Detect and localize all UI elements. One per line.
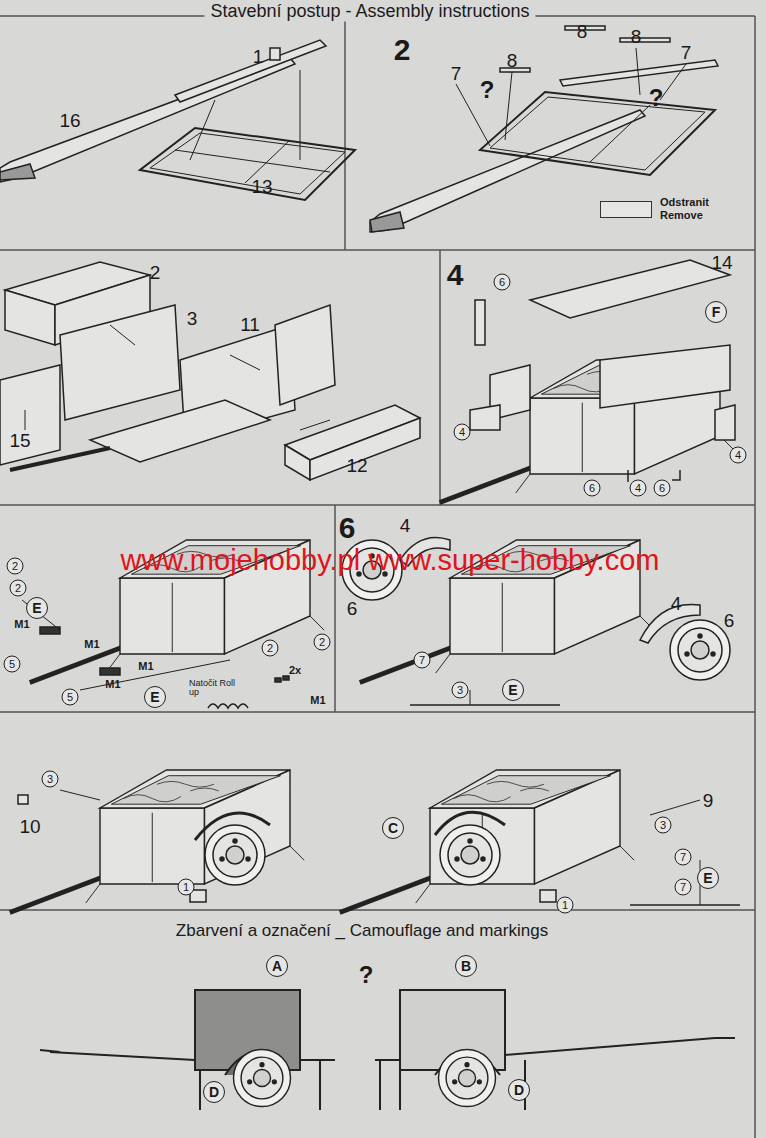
part-number: 1 (253, 47, 264, 66)
part-number: 15 (9, 431, 30, 450)
circled-number: 4 (454, 424, 471, 441)
marker-letter: E (144, 686, 166, 708)
part-number: 4 (400, 516, 411, 535)
part-code: M1 (14, 619, 29, 630)
legend-swatch (600, 201, 652, 218)
circled-number: 6 (494, 274, 511, 291)
circled-number: 3 (42, 771, 59, 788)
step-number: 6 (339, 513, 356, 543)
marker-letter: F (705, 301, 727, 323)
legend: Odstranit Remove (600, 196, 712, 222)
part-number: 10 (19, 817, 40, 836)
legend-text: Odstranit Remove (660, 196, 712, 222)
circled-number: 7 (414, 652, 431, 669)
note: Natočit Roll up (189, 679, 235, 698)
section-heading: Zbarvení a označení _ Camouflage and mar… (172, 922, 552, 939)
question-mark: ? (649, 86, 664, 110)
part-code: 2x (289, 665, 301, 676)
part-number: 11 (240, 315, 260, 334)
part-number: 14 (711, 253, 732, 272)
marker-letter: C (382, 817, 404, 839)
circled-number: 2 (262, 640, 279, 657)
marker-letter: E (502, 679, 524, 701)
part-number: 3 (187, 309, 198, 328)
circled-number: 2 (314, 634, 331, 651)
circled-number: 1 (178, 879, 195, 896)
part-number: 8 (507, 51, 518, 70)
part-number: 6 (347, 599, 358, 618)
part-number: 13 (251, 177, 272, 196)
part-code: M1 (84, 639, 99, 650)
circled-number: 1 (557, 897, 574, 914)
marker-letter: D (508, 1079, 530, 1101)
circled-number: 6 (654, 480, 671, 497)
part-number: 6 (724, 611, 735, 630)
question-mark: ? (480, 78, 495, 102)
part-code: M1 (138, 661, 153, 672)
part-number: 4 (671, 594, 682, 613)
circled-number: 5 (4, 656, 21, 673)
circled-number: 5 (62, 689, 79, 706)
marker-letter: D (203, 1081, 225, 1103)
part-number: 8 (631, 27, 642, 46)
question-mark: ? (359, 963, 374, 987)
part-code: M1 (105, 679, 120, 690)
circled-number: 3 (452, 682, 469, 699)
watermark: www.mojehobby.pl www.super-hobby.com (121, 546, 660, 575)
circled-number: 4 (730, 447, 747, 464)
page-title: Stavební postup - Assembly instructions (204, 1, 535, 22)
marker-letter: A (266, 955, 288, 977)
part-number: 7 (451, 64, 462, 83)
circled-number: 3 (655, 817, 672, 834)
part-number: 16 (59, 111, 80, 130)
part-number: 8 (577, 22, 588, 41)
marker-letter: E (697, 867, 719, 889)
part-number: 7 (681, 43, 692, 62)
part-number: 2 (150, 263, 161, 282)
circled-number: 6 (584, 480, 601, 497)
step-number: 4 (447, 260, 464, 290)
circled-number: 7 (675, 879, 692, 896)
circled-number: 2 (7, 558, 24, 575)
marker-letter: B (455, 955, 477, 977)
circled-number: 4 (630, 480, 647, 497)
circled-number: 2 (10, 580, 27, 597)
circled-number: 7 (675, 849, 692, 866)
step-number: 2 (394, 35, 411, 65)
part-number: 12 (346, 456, 367, 475)
part-number: 9 (703, 791, 714, 810)
part-code: M1 (310, 695, 325, 706)
marker-letter: E (26, 597, 48, 619)
